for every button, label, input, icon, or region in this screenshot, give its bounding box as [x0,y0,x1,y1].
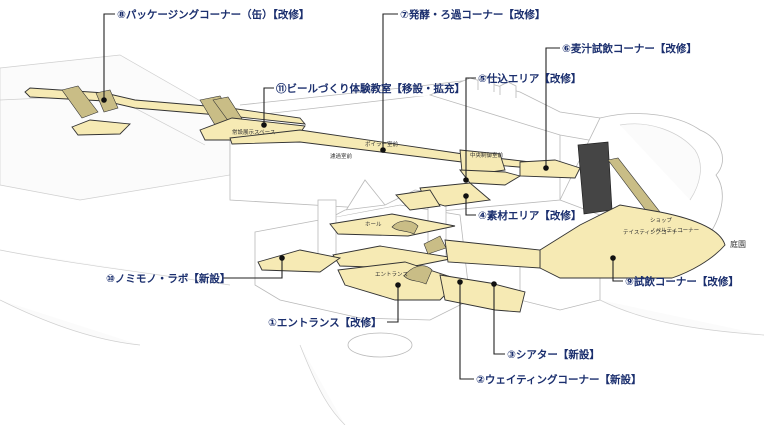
leader-entrance [387,285,399,323]
roof-detail-1 [477,75,495,92]
label-boiler-room: ボイラー室前 [365,140,399,148]
route-hall-platform [329,213,456,237]
label-garden: 庭園 [730,239,746,249]
callout-entrance: ①エントランス【改修】 [268,316,382,329]
callout-ingredients: ④素材エリア【改修】 [478,209,581,222]
label-control-room: 中央制御室前 [470,151,504,159]
route-classroom-connector [395,189,441,211]
tasting-tower [577,141,613,215]
leader-classroom [263,87,274,125]
right-hill-inner [619,123,701,201]
ground-contour-4 [599,299,764,336]
route-packaging-platform [71,119,131,136]
leader-brewing [465,77,476,180]
marker-entrance [395,282,401,288]
marker-wort-tasting [543,165,549,171]
marker-theater [491,281,497,287]
leader-ingredients [465,196,476,216]
callout-fermentation: ⑦発酵・ろ過コーナー【改修】 [400,8,545,21]
route-lower-connector [444,239,541,269]
callout-packaging: ⑧パッケージングコーナー（缶）【改修】 [117,8,309,21]
callout-brewing: ⑤仕込エリア【改修】 [478,72,581,85]
marker-nomimono [279,255,285,261]
callout-nomimono-lab: ⑩ノミモノ・ラボ【新設】 [106,272,230,285]
roof-detail-2 [499,81,517,98]
label-permanent-exhibit: 常設展示スペース [232,128,275,136]
label-novelty: ノベルティコーナー [650,227,699,234]
route-nomimono-lab [257,249,342,273]
marker-fermentation [380,147,386,153]
marker-ingredients [463,193,469,199]
ground-contour-3 [299,344,346,425]
entrance-stair-2 [423,235,447,255]
callout-tasting: ⑨試飲コーナー【改修】 [625,275,739,288]
inner-labels: 常設展示スペース ボイラー室前 濾過室前 中央制御室前 ホール エントランス シ… [232,128,746,278]
leader-lines [101,13,623,380]
label-entrance-inner: エントランス [375,271,408,278]
entrance-pediment [344,179,386,213]
label-shop: ショップ [650,217,673,224]
callout-labels: ⑧パッケージングコーナー（缶）【改修】 ⑦発酵・ろ過コーナー【改修】 ⑥麦汁試飲… [106,8,739,386]
marker-packaging [101,97,107,103]
label-hall: ホール [365,221,382,228]
entrance-stair-1 [391,220,419,235]
route-wort-tasting [519,159,581,179]
leader-packaging [103,13,115,100]
marker-brewing [463,177,469,183]
leader-tasting [612,258,623,282]
leader-fermentation [382,13,398,150]
route-tasting-floor [539,204,726,279]
leader-nomimono [222,258,283,279]
leader-theater [493,284,505,355]
route-middle-platform [332,245,456,269]
packaging-stair-2 [95,89,119,113]
pond-outline [347,332,413,358]
leader-waiting [459,282,474,380]
label-tasting-corner: テイスティングコーナー [623,228,683,236]
pillar-1 [317,199,337,261]
marker-classroom [261,122,267,128]
callout-beer-classroom: ⑪ビールづくり体験教室【移設・拡充】 [276,82,465,95]
entrance-stair-3 [403,265,433,285]
ground-contour-1 [0,249,231,286]
ground-contour-2 [0,299,141,346]
tour-route [24,85,726,313]
marker-waiting [457,279,463,285]
callout-theater: ③シアター【新設】 [507,348,600,361]
leader-wort-tasting [545,47,560,168]
callout-wort-tasting: ⑥麦汁試飲コーナー【改修】 [562,42,697,55]
packaging-stair-1 [61,85,99,119]
callout-waiting: ②ウェイティングコーナー【新設】 [476,373,642,386]
label-filtration-room: 濾過室前 [330,152,353,160]
marker-tasting [610,255,616,261]
